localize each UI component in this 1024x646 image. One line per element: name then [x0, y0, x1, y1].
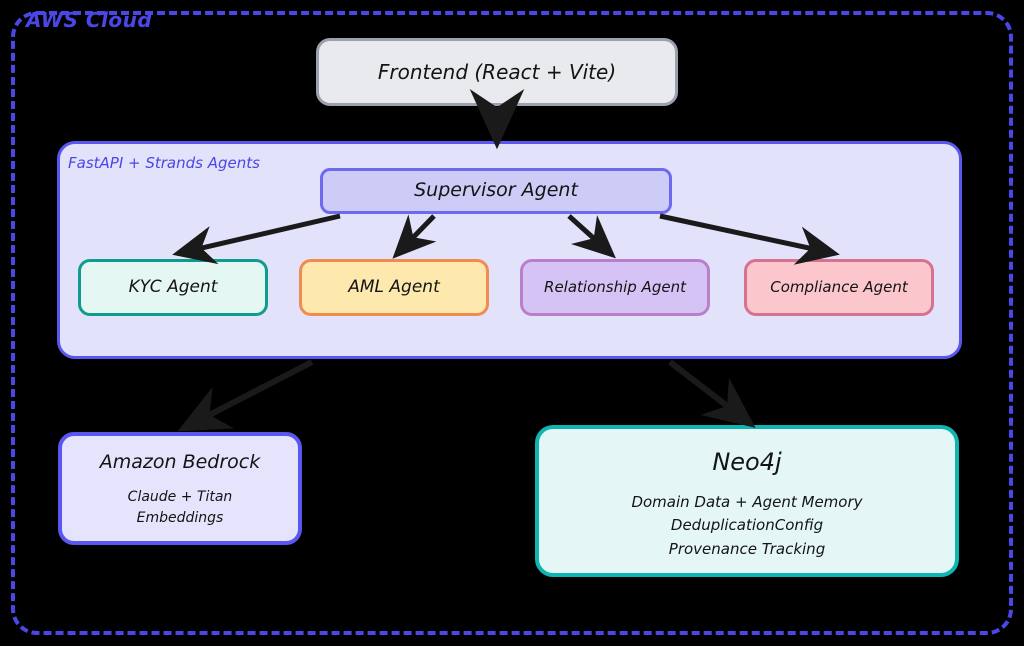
container-fastapi-strands-label: FastAPI + Strands Agents: [68, 154, 260, 172]
node-neo4j-line-1: Domain Data + Agent Memory: [631, 493, 863, 512]
node-amazon-bedrock-line-2: Embeddings: [136, 510, 224, 527]
node-compliance-agent-label: Compliance Agent: [770, 278, 908, 297]
node-relationship-agent-label: Relationship Agent: [544, 278, 686, 297]
aws-cloud-label: AWS Cloud: [26, 8, 153, 32]
node-aml-agent-label: AML Agent: [348, 276, 440, 297]
node-neo4j-line-3: Provenance Tracking: [668, 539, 826, 558]
node-amazon-bedrock-line-1: Claude + Titan: [127, 488, 233, 505]
node-aml-agent[interactable]: AML Agent: [299, 259, 489, 316]
node-kyc-agent-label: KYC Agent: [128, 276, 218, 297]
node-kyc-agent[interactable]: KYC Agent: [78, 259, 268, 316]
node-compliance-agent[interactable]: Compliance Agent: [744, 259, 934, 316]
node-frontend-label: Frontend (React + Vite): [377, 59, 617, 84]
aws-cloud-boundary: [11, 11, 1013, 635]
node-supervisor-agent-label: Supervisor Agent: [414, 179, 578, 202]
node-neo4j[interactable]: Neo4j Domain Data + Agent Memory Dedupli…: [535, 425, 959, 577]
node-neo4j-line-2: DeduplicationConfig: [670, 516, 824, 535]
node-amazon-bedrock-title: Amazon Bedrock: [99, 450, 261, 473]
node-neo4j-title: Neo4j: [712, 448, 782, 477]
node-relationship-agent[interactable]: Relationship Agent: [520, 259, 710, 316]
node-frontend[interactable]: Frontend (React + Vite): [316, 38, 678, 106]
node-amazon-bedrock[interactable]: Amazon Bedrock Claude + Titan Embeddings: [58, 432, 302, 545]
node-supervisor-agent[interactable]: Supervisor Agent: [320, 168, 672, 214]
